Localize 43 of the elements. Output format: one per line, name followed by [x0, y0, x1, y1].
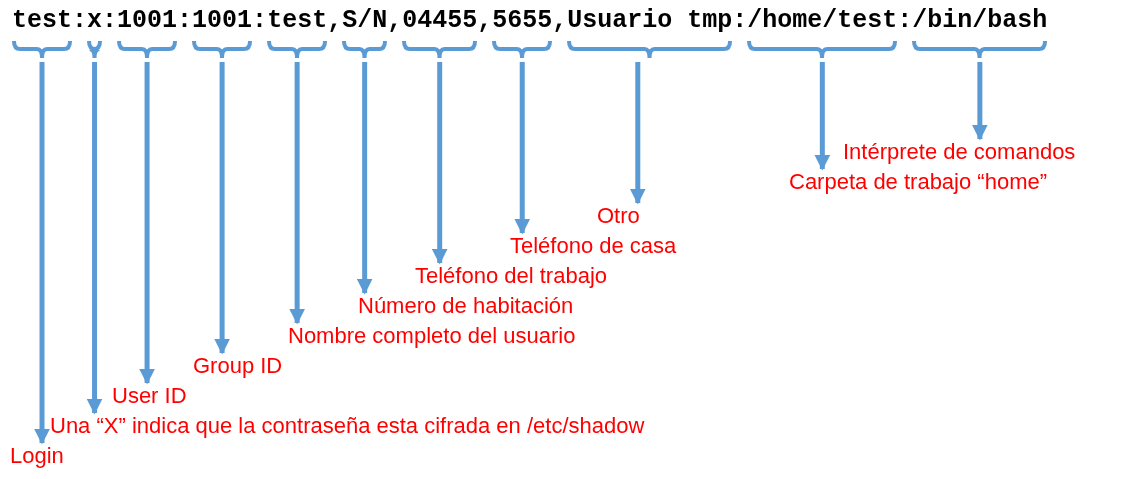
arrow [86, 62, 103, 415]
separator-text: : [252, 6, 268, 36]
annotation-text: Una “X” indica que la contraseña esta cifrada en /etc/shadow [50, 413, 645, 439]
arrow [289, 62, 306, 325]
annotation-text: User ID [112, 383, 187, 409]
field-text: /bin/bash [912, 6, 1048, 35]
arrow [814, 62, 831, 171]
separator-text: : [897, 6, 913, 36]
field-text: x [87, 6, 103, 35]
field-text: 04455 [402, 6, 478, 35]
annotation-text: Group ID [193, 353, 283, 379]
annotation-text: Nombre completo del usuario [288, 323, 576, 349]
arrow [971, 62, 988, 141]
separator-text: : [72, 6, 88, 36]
annotation-text: Teléfono del trabajo [415, 263, 608, 289]
arrow [214, 62, 231, 355]
annotation-text: Otro [597, 203, 640, 229]
separator-text: , [387, 6, 403, 36]
annotation-text: Intérprete de comandos [843, 139, 1076, 165]
arrow [514, 62, 531, 235]
arrow [356, 62, 373, 295]
annotation-text: Carpeta de trabajo “home” [789, 169, 1048, 195]
arrow [431, 62, 448, 265]
field-text: 1001 [192, 6, 253, 35]
arrow [34, 62, 50, 445]
field-text: 1001 [117, 6, 178, 35]
arrow [629, 62, 646, 205]
separator-text: : [177, 6, 193, 36]
field-text: Usuario tmp [567, 6, 733, 35]
field-text: 5655 [492, 6, 553, 35]
arrow [139, 62, 156, 385]
field-text: test [267, 6, 328, 35]
field-text: test [12, 6, 72, 35]
separator-text: , [552, 6, 568, 36]
annotation-text: Teléfono de casa [510, 233, 677, 259]
separator-text: , [327, 6, 343, 36]
separator-text: , [477, 6, 493, 36]
annotation-text: Login [10, 443, 64, 469]
separator-text: : [732, 6, 748, 36]
separator-text: : [102, 6, 118, 36]
field-text: /home/test [747, 6, 898, 35]
field-text: S/N [342, 6, 388, 35]
annotation-text: Número de habitación [358, 293, 574, 319]
